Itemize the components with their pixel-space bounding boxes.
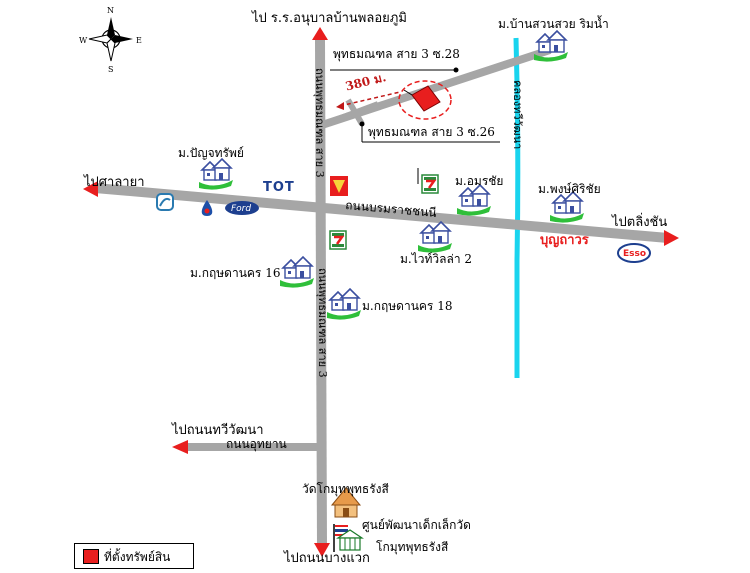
arrow-north — [312, 27, 328, 40]
tot-logo-label: TOT — [263, 180, 295, 195]
compass-e-label: E — [136, 36, 142, 45]
road-soi-26-label: พุทธมณฑล สาย 3 ซ.26 — [368, 125, 495, 139]
arrow-south — [314, 543, 330, 557]
arrow-east — [664, 230, 679, 246]
house-icon-white-villa — [417, 221, 453, 254]
place-wat-label: วัดโกมุทพุทธรังสี — [302, 482, 389, 496]
place-white-villa-label: ม.ไวท์วิลล่า 2 — [400, 252, 473, 266]
compass-icon — [88, 17, 133, 62]
place-ban-suan-suay-label: ม.บ้านสวนสวย ริมน้ำ — [498, 17, 609, 31]
canal-label: คลองทวีวัฒนา — [511, 80, 524, 150]
house-icon-pongsirichai — [549, 191, 585, 224]
place-punya-sap-label: ม.ปัญจทรัพย์ — [178, 146, 244, 160]
house-icon-kritsada-16 — [279, 256, 315, 289]
road-phutthamonthon-sai-3 — [315, 39, 327, 549]
place-kritsada-18-label: ม.กฤษดานคร 18 — [362, 299, 453, 313]
direction-southwest-label: ไปถนนทวีวัฒนา — [172, 423, 264, 438]
property-circle — [398, 80, 452, 120]
ptt-drop-icon — [201, 200, 213, 216]
canal — [513, 37, 521, 378]
place-child-center-label-1: ศูนย์พัฒนาเด็กเล็กวัด — [362, 518, 471, 532]
school-icon — [336, 529, 364, 551]
compass-s-label: S — [108, 65, 114, 74]
distance-line — [339, 91, 401, 107]
legend-label: ที่ตั้งทรัพย์สิน — [104, 550, 171, 564]
road-soi-26 — [320, 101, 380, 128]
road-vertical-upper-label: ถนนพุทธมณฑล สาย 3 — [313, 68, 326, 178]
esso-logo-icon — [617, 243, 651, 263]
house-icon-punya-sap — [198, 158, 234, 191]
compass-w-label: W — [79, 36, 88, 45]
place-child-center-label-2: โกมุทพุทธรังสี — [376, 540, 449, 554]
bangchak-like-icon — [156, 193, 174, 211]
arrow-west — [83, 181, 98, 197]
legend: ที่ตั้งทรัพย์สิน — [74, 543, 194, 569]
ford-logo-icon — [225, 201, 259, 215]
esso-logo-label: Esso — [623, 249, 647, 259]
shell-like-logo-icon — [330, 176, 348, 196]
arrow-southwest — [172, 440, 188, 454]
place-amornchai-label: ม.อมรชัย — [455, 174, 504, 188]
temple-icon — [330, 487, 362, 518]
ford-logo-label: Ford — [231, 204, 252, 214]
seven-eleven-icon — [420, 173, 440, 195]
road-udomyan-label: ถนนอุทยาน — [226, 437, 287, 451]
legend-swatch — [83, 549, 99, 564]
seven-eleven-icon-2 — [328, 229, 348, 251]
road-vertical-lower-label: ถนนพุทธมณฑล สาย 3 — [316, 268, 329, 378]
direction-north-label: ไป ร.ร.อนุบาลบ้านพลอยภูมิ — [252, 11, 407, 26]
place-pongsirichai-label: ม.พงษ์ศิริชัย — [538, 182, 601, 196]
compass-n-label: N — [107, 6, 114, 15]
boonthavorn-logo-label: บุญถาวร — [540, 233, 589, 248]
road-borommaratchachonnani — [94, 183, 669, 243]
direction-south-label: ไปถนนบางแวก — [284, 551, 370, 566]
place-kritsada-16-label: ม.กฤษดานคร 16 — [190, 266, 281, 280]
direction-east-label: ไปตลิ่งชัน — [612, 215, 668, 230]
road-soi-28-label: พุทธมณฑล สาย 3 ซ.28 — [333, 47, 460, 61]
property-marker — [411, 85, 441, 112]
direction-west-label: ไปศาลายา — [84, 175, 145, 190]
house-icon-amornchai — [456, 184, 492, 217]
house-icon-ban-suan-suay — [533, 30, 569, 63]
house-icon-kritsada-18 — [326, 288, 362, 321]
